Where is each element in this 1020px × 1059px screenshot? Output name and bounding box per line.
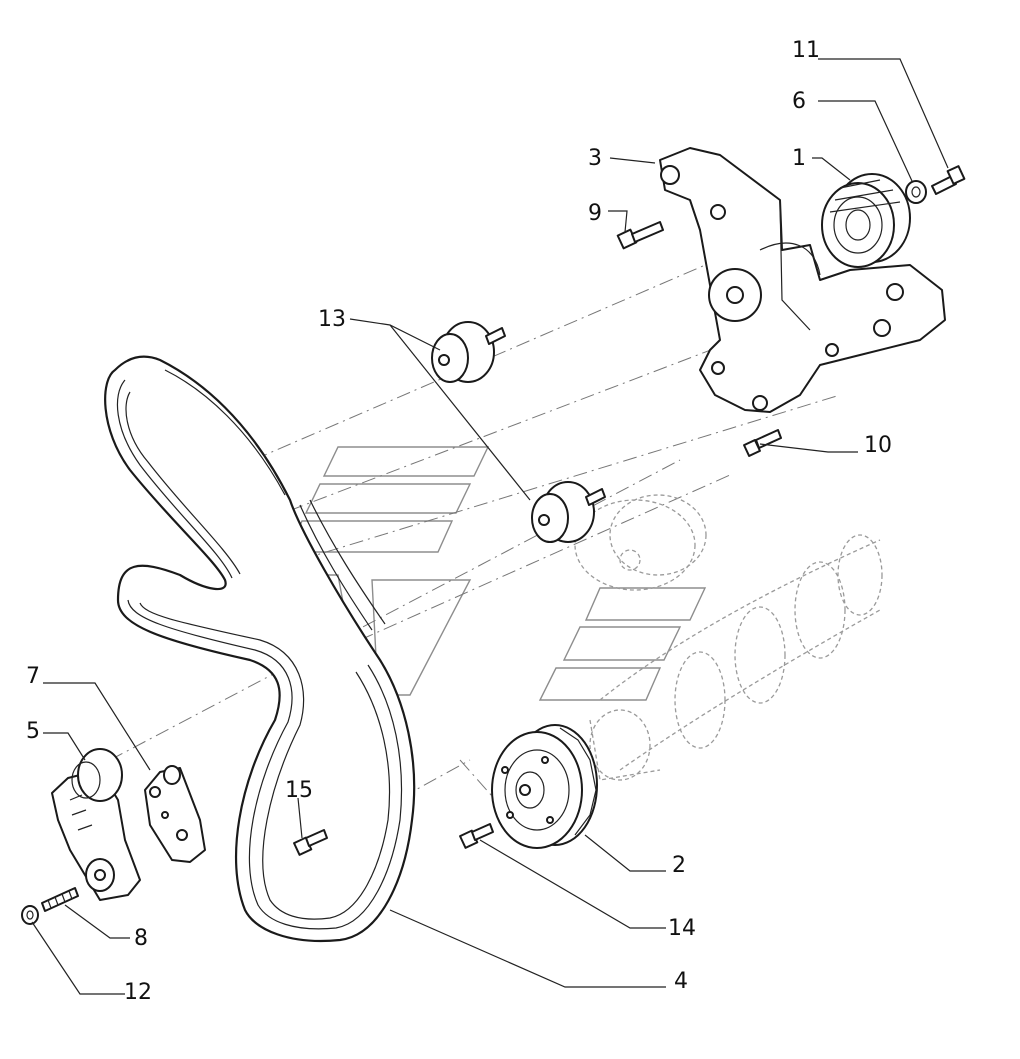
- idler-pulley-1: [821, 173, 911, 268]
- callout-12: 12: [124, 980, 152, 1005]
- bolt-11: [931, 165, 966, 195]
- bolt-9: [616, 221, 664, 250]
- stud-8: [41, 887, 79, 912]
- bolt-10: [743, 429, 782, 457]
- leader-lines: [31, 58, 949, 995]
- callout-14: 14: [668, 916, 696, 941]
- callout-15: 15: [285, 778, 313, 803]
- washer-6: [905, 180, 927, 204]
- callout-13: 13: [318, 307, 346, 332]
- bolt-15: [293, 829, 328, 856]
- callout-11: 11: [792, 38, 820, 63]
- crankshaft-pulley-2: [491, 724, 598, 849]
- crankshaft-ghost: [574, 494, 883, 781]
- belt-tensioner-5: [51, 748, 141, 901]
- nut-12: [21, 905, 39, 925]
- callout-9: 9: [588, 201, 602, 226]
- tensioner-plate-7: [144, 765, 206, 863]
- callout-8: 8: [134, 926, 148, 951]
- bolt-14: [459, 823, 494, 849]
- callout-6: 6: [792, 89, 806, 114]
- callout-1: 1: [792, 146, 806, 171]
- tensioner-bracket: [659, 147, 946, 413]
- callout-4: 4: [674, 969, 688, 994]
- callout-3: 3: [588, 146, 602, 171]
- idler-roller-13a: [431, 321, 506, 383]
- callout-7: 7: [26, 664, 40, 689]
- poly-v-belt: [104, 355, 416, 942]
- callout-2: 2: [672, 853, 686, 878]
- callout-labels: 11 6 1 3 9 13 10 7 5 15 2 14 8 4 12: [26, 38, 892, 1005]
- idler-roller-13b: [531, 481, 606, 543]
- callout-10: 10: [864, 433, 892, 458]
- callout-5: 5: [26, 719, 40, 744]
